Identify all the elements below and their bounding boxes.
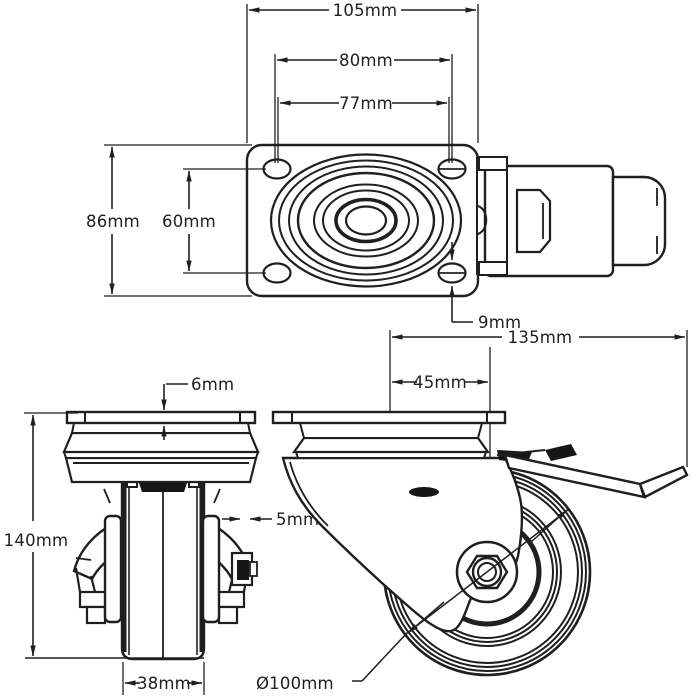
front-bearing-cover-right [201,514,221,624]
brake-latch-tab [515,188,552,254]
dim-label-overall-height: 140mm [4,531,69,550]
dim-label-swivel-offset: 45mm [413,373,467,392]
dim-label-bolt-spacing-outer: 80mm [339,51,393,70]
side-mounting-plate [271,410,507,425]
front-bearing-cover-left [103,514,123,624]
dim-label-wheel-width: 38mm [137,674,191,693]
side-kingpin [409,487,439,497]
front-swivel-body [64,456,258,484]
dim-label-bolt-hole: 9mm [478,313,521,332]
dim-label-overall-length: 135mm [508,328,573,347]
front-view [62,410,260,661]
side-view-dimensions: Ø100mm [256,508,570,693]
bolt-hole-top-left [262,158,292,180]
brake-pedal-tip-top [611,175,667,267]
front-mounting-plate [65,410,257,425]
brake-hinge-tab-lower [478,261,508,276]
side-brake-pedal [496,444,689,499]
dim-label-plate-thickness: 6mm [191,375,234,394]
dim-label-fork-thickness: 5mm [276,510,319,529]
top-view-bolt-holes [262,158,467,284]
dim-label-bolt-spacing-depth: 60mm [162,212,216,231]
dim-label-plate-depth: 86mm [86,212,140,231]
top-view-dimensions: 105mm 80mm 77mm 86mm 60mm 9mm 135mm 45mm [86,1,688,559]
dim-label-plate-width: 105mm [333,1,398,20]
dim-label-bolt-spacing-inner: 77mm [339,94,393,113]
top-view [245,143,667,298]
side-view [271,410,689,677]
front-view-dimensions: 140mm 6mm 5mm 38mm [4,375,319,695]
top-view-swivel-rings [269,153,463,288]
diameter-line [405,508,570,635]
top-view-brake-pedal [476,156,667,278]
dim-label-wheel-diameter: Ø100mm [256,674,334,693]
brake-pedal-tip [638,465,689,499]
brake-hinge-tab-upper [478,156,508,171]
brake-release-tab [545,444,577,461]
bolt-hole-bottom-left [262,262,292,284]
